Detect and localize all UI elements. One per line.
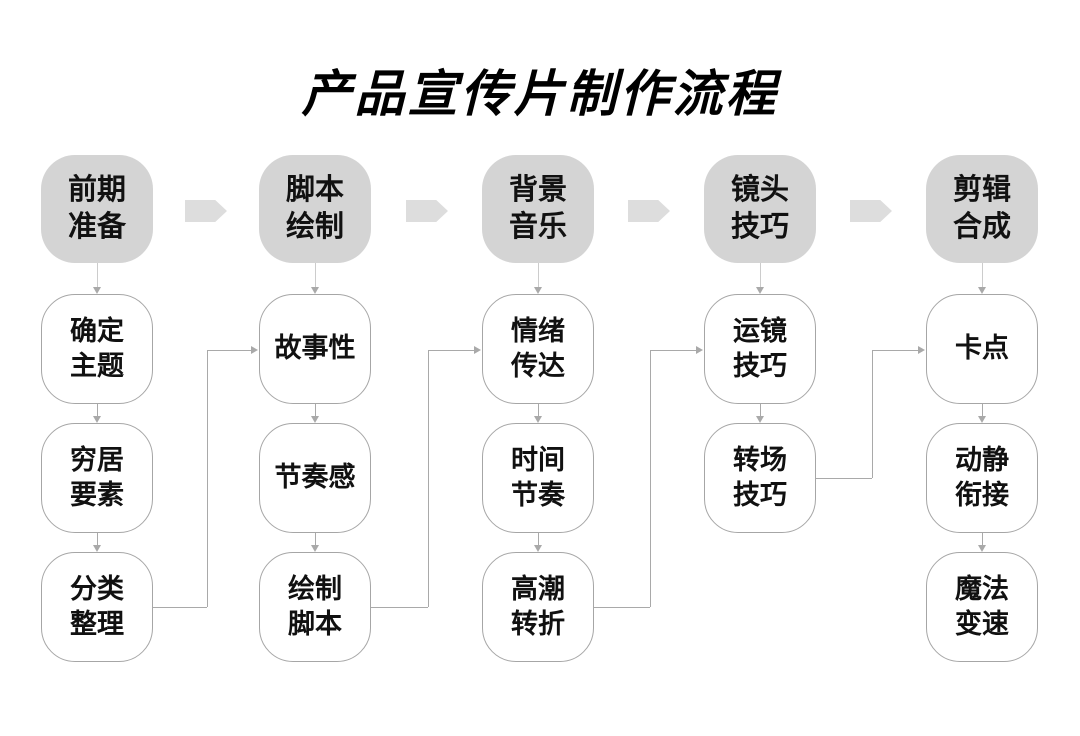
arrow-down-icon — [978, 416, 986, 423]
connector-line — [594, 607, 650, 608]
connector-line — [650, 350, 696, 351]
node-climax-turn: 高潮 转折 — [482, 552, 594, 662]
arrow-down-icon — [311, 287, 319, 294]
connector-line — [97, 404, 98, 416]
connector-line — [760, 263, 761, 287]
node-magic-speed: 魔法 变速 — [926, 552, 1038, 662]
stage-arrow-icon — [406, 200, 448, 222]
connector-line — [538, 263, 539, 287]
connector-line — [207, 350, 208, 607]
node-enumerate-elements: 穷居 要素 — [41, 423, 153, 533]
arrow-right-icon — [474, 346, 481, 354]
connector-line — [315, 263, 316, 287]
stage-arrow-icon — [850, 200, 892, 222]
connector-line — [428, 350, 429, 607]
node-camera-movement: 运镜 技巧 — [704, 294, 816, 404]
page-title: 产品宣传片制作流程 — [301, 66, 779, 122]
stage-header-background-music: 背景 音乐 — [482, 155, 594, 263]
stage-header-camera-skills: 镜头 技巧 — [704, 155, 816, 263]
arrow-down-icon — [534, 545, 542, 552]
connector-line — [371, 607, 428, 608]
connector-line — [872, 350, 918, 351]
arrow-down-icon — [756, 416, 764, 423]
arrow-right-icon — [251, 346, 258, 354]
node-determine-theme: 确定 主题 — [41, 294, 153, 404]
node-rhythm-sense: 节奏感 — [259, 423, 371, 533]
node-storytelling: 故事性 — [259, 294, 371, 404]
connector-line — [816, 478, 872, 479]
node-time-rhythm: 时间 节奏 — [482, 423, 594, 533]
arrow-down-icon — [93, 545, 101, 552]
connector-line — [872, 350, 873, 478]
arrow-down-icon — [311, 545, 319, 552]
connector-line — [982, 404, 983, 416]
stage-header-script-drawing: 脚本 绘制 — [259, 155, 371, 263]
arrow-down-icon — [93, 287, 101, 294]
connector-line — [538, 404, 539, 416]
arrow-down-icon — [93, 416, 101, 423]
stage-arrow-icon — [628, 200, 670, 222]
node-emotion-delivery: 情绪 传达 — [482, 294, 594, 404]
stage-arrow-icon — [185, 200, 227, 222]
node-transition-skills: 转场 技巧 — [704, 423, 816, 533]
connector-line — [153, 607, 207, 608]
arrow-down-icon — [756, 287, 764, 294]
arrow-down-icon — [311, 416, 319, 423]
node-draw-script: 绘制 脚本 — [259, 552, 371, 662]
connector-line — [97, 533, 98, 545]
connector-line — [538, 533, 539, 545]
stage-header-editing-compose: 剪辑 合成 — [926, 155, 1038, 263]
arrow-right-icon — [918, 346, 925, 354]
connector-line — [982, 533, 983, 545]
connector-line — [428, 350, 474, 351]
arrow-down-icon — [534, 416, 542, 423]
arrow-down-icon — [534, 287, 542, 294]
node-motion-static-link: 动静 衔接 — [926, 423, 1038, 533]
connector-line — [982, 263, 983, 287]
connector-line — [207, 350, 251, 351]
connector-line — [315, 404, 316, 416]
node-beat-sync: 卡点 — [926, 294, 1038, 404]
connector-line — [650, 350, 651, 607]
arrow-down-icon — [978, 287, 986, 294]
stage-header-preparation: 前期 准备 — [41, 155, 153, 263]
arrow-down-icon — [978, 545, 986, 552]
connector-line — [315, 533, 316, 545]
node-classify-organize: 分类 整理 — [41, 552, 153, 662]
connector-line — [97, 263, 98, 287]
connector-line — [760, 404, 761, 416]
arrow-right-icon — [696, 346, 703, 354]
